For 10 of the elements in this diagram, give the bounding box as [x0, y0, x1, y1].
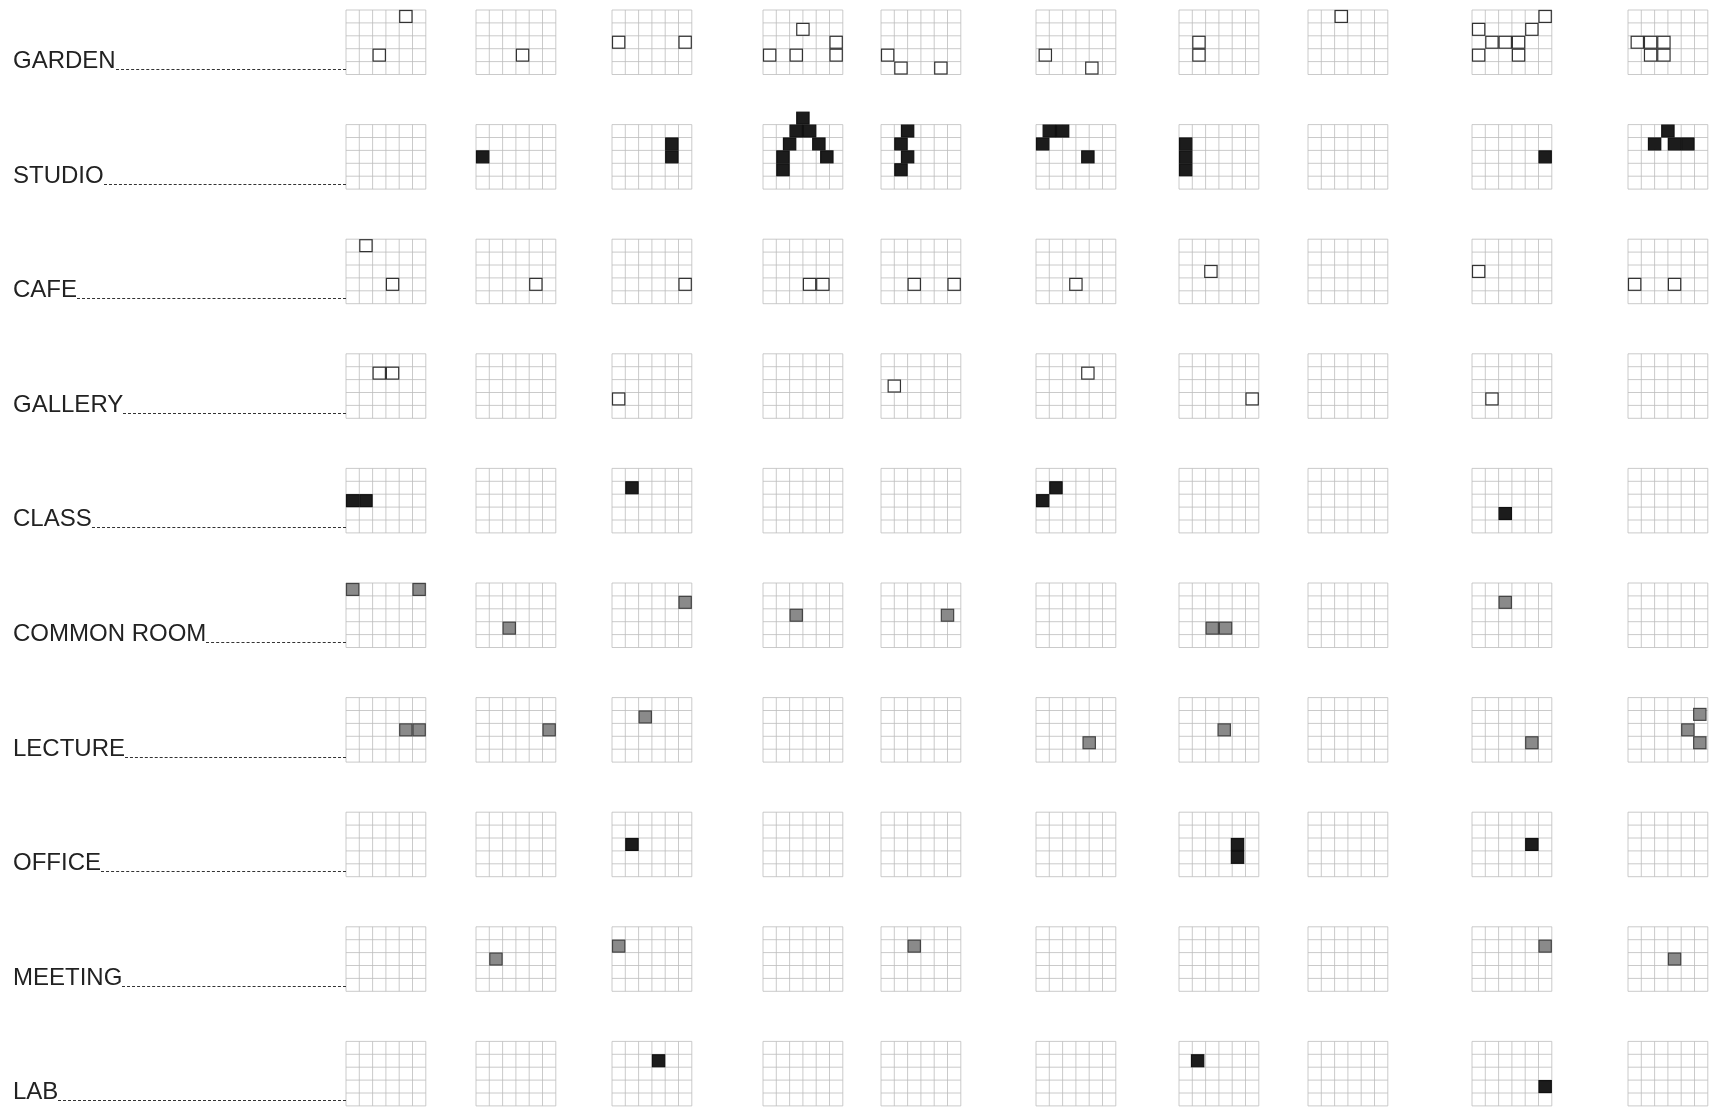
row-label: STUDIO	[13, 162, 104, 187]
row-label: MEETING	[13, 964, 123, 989]
row-label: GARDEN	[13, 48, 116, 72]
row-label: GALLERY	[13, 391, 124, 416]
row-label: CLASS	[13, 506, 92, 531]
row-label: LECTURE	[13, 735, 126, 760]
row-label: COMMON ROOM	[13, 621, 207, 645]
row-label: CAFE	[13, 277, 77, 302]
row-label: OFFICE	[13, 850, 101, 875]
row-label: LAB	[13, 1079, 59, 1104]
